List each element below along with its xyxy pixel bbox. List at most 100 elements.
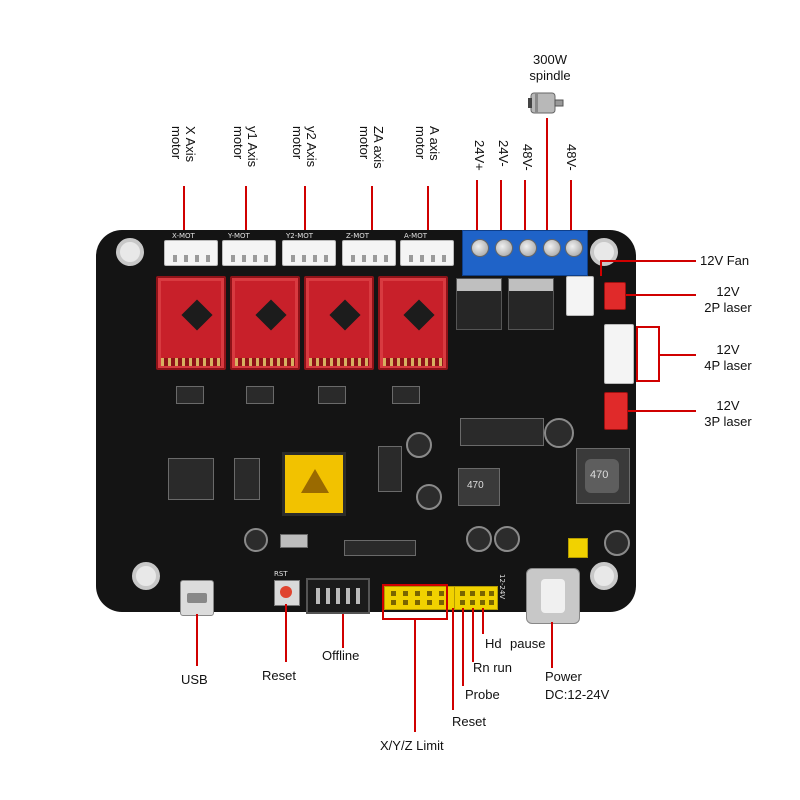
- offline-header[interactable]: [306, 578, 370, 614]
- spindle-label: 300W spindle: [520, 52, 580, 84]
- stepper-driver-y1: [230, 276, 300, 370]
- usb-serial-chip: [168, 458, 214, 500]
- mount-hole-bl: [132, 562, 160, 590]
- inductor-small: 470: [458, 468, 500, 506]
- za-motor-leader: [371, 186, 373, 232]
- laser-2p-connector[interactable]: [604, 282, 626, 310]
- terminal-label-24v-plus: 24V+: [472, 140, 487, 171]
- power-leader: [551, 622, 553, 668]
- control-pin-header[interactable]: [454, 586, 498, 610]
- laser2p-leader: [626, 294, 696, 296]
- probe-label: Probe: [465, 687, 500, 702]
- limit-pin-header[interactable]: [384, 586, 456, 610]
- y2-motor-leader: [304, 186, 306, 232]
- logic-chip-2: [378, 446, 402, 492]
- laser-3p-connector[interactable]: [604, 392, 628, 430]
- stepper-driver-za: [378, 276, 448, 370]
- electrolytic-cap-6: [244, 528, 268, 552]
- x-motor-connector[interactable]: [164, 240, 218, 266]
- stepper-driver-x: [156, 276, 226, 370]
- optocoupler-1: [176, 386, 204, 404]
- spindle-motor-icon: [528, 92, 564, 114]
- resistor-row: [344, 540, 416, 556]
- laser4p-bracket: [636, 326, 660, 382]
- optocoupler-4: [392, 386, 420, 404]
- y1-motor-connector[interactable]: [222, 240, 276, 266]
- hold-leader: [482, 608, 484, 634]
- usb-leader: [196, 614, 198, 666]
- terminal-48v-minus-2-leader: [570, 180, 572, 240]
- a-mot-silk: A-MOT: [404, 232, 427, 240]
- mosfet-2: [508, 278, 554, 330]
- power-terminal-block[interactable]: [462, 230, 588, 276]
- x-motor-leader: [183, 186, 185, 232]
- terminal-screw-2: [495, 239, 513, 257]
- crystal: [280, 534, 308, 548]
- optocoupler-3: [318, 386, 346, 404]
- regulator-chip: [460, 418, 544, 446]
- mcu-chip: [282, 452, 346, 516]
- spindle-leader: [546, 118, 548, 240]
- reset-button-leader: [285, 604, 287, 662]
- mount-hole-tl: [116, 238, 144, 266]
- terminal-24v-plus-leader: [476, 180, 478, 240]
- limit-leader: [414, 620, 416, 732]
- electrolytic-cap-4: [466, 526, 492, 552]
- terminal-48v-minus-1-leader: [524, 180, 526, 240]
- electrolytic-cap-2: [406, 432, 432, 458]
- a-motor-leader: [427, 186, 429, 232]
- mosfet-1: [456, 278, 502, 330]
- hold-label: Hd: [485, 636, 502, 651]
- y2-mot-silk: Y2-MOT: [286, 232, 314, 240]
- electrolytic-cap-5: [494, 526, 520, 552]
- za-motor-connector[interactable]: [342, 240, 396, 266]
- terminal-screw-5: [565, 239, 583, 257]
- dc-power-jack[interactable]: [526, 568, 580, 624]
- terminal-screw-1: [471, 239, 489, 257]
- reset-button-label: Reset: [262, 668, 296, 683]
- reset-pin-leader: [452, 608, 454, 710]
- logic-chip-1: [234, 458, 260, 500]
- terminal-label-48v-minus-2: 48V-: [564, 144, 579, 171]
- fan-leader-v: [600, 260, 602, 276]
- electrolytic-cap-3: [416, 484, 442, 510]
- probe-leader: [462, 608, 464, 686]
- usb-label: USB: [181, 672, 208, 687]
- laser4p-leader: [660, 354, 696, 356]
- optocoupler-2: [246, 386, 274, 404]
- terminal-label-48v-minus-1: 48V-: [520, 144, 535, 171]
- run-leader: [472, 608, 474, 662]
- y-mot-silk: Y-MOT: [228, 232, 250, 240]
- x-mot-silk: X-MOT: [172, 232, 195, 240]
- terminal-screw-3: [519, 239, 537, 257]
- voltage-silk: 12-24V: [498, 574, 506, 600]
- y2-motor-connector[interactable]: [282, 240, 336, 266]
- electrolytic-cap-7: [604, 530, 630, 556]
- y1-motor-leader: [245, 186, 247, 232]
- mount-hole-br: [590, 562, 618, 590]
- jumper-header[interactable]: [568, 538, 588, 558]
- laser-4p-connector[interactable]: [604, 324, 634, 384]
- electrolytic-cap-1: [544, 418, 574, 448]
- spindle-name-text: spindle: [529, 68, 571, 83]
- limit-label: X/Y/Z Limit: [380, 738, 444, 753]
- spindle-power-text: 300W: [533, 52, 567, 67]
- reset-pin-label: Reset: [452, 714, 486, 729]
- limit-bracket: [382, 584, 448, 620]
- stepper-driver-y2: [304, 276, 374, 370]
- rst-silk: RST: [274, 570, 288, 578]
- usb-port[interactable]: [180, 580, 214, 616]
- reset-button[interactable]: [274, 580, 300, 606]
- offline-label: Offline: [322, 648, 360, 663]
- a-motor-connector[interactable]: [400, 240, 454, 266]
- fan-leader-h: [600, 260, 696, 262]
- inductor: 470: [576, 448, 630, 504]
- fan-label: 12V Fan: [700, 253, 750, 268]
- inductor-small-value: 470: [467, 480, 484, 491]
- fan-connector[interactable]: [566, 276, 594, 316]
